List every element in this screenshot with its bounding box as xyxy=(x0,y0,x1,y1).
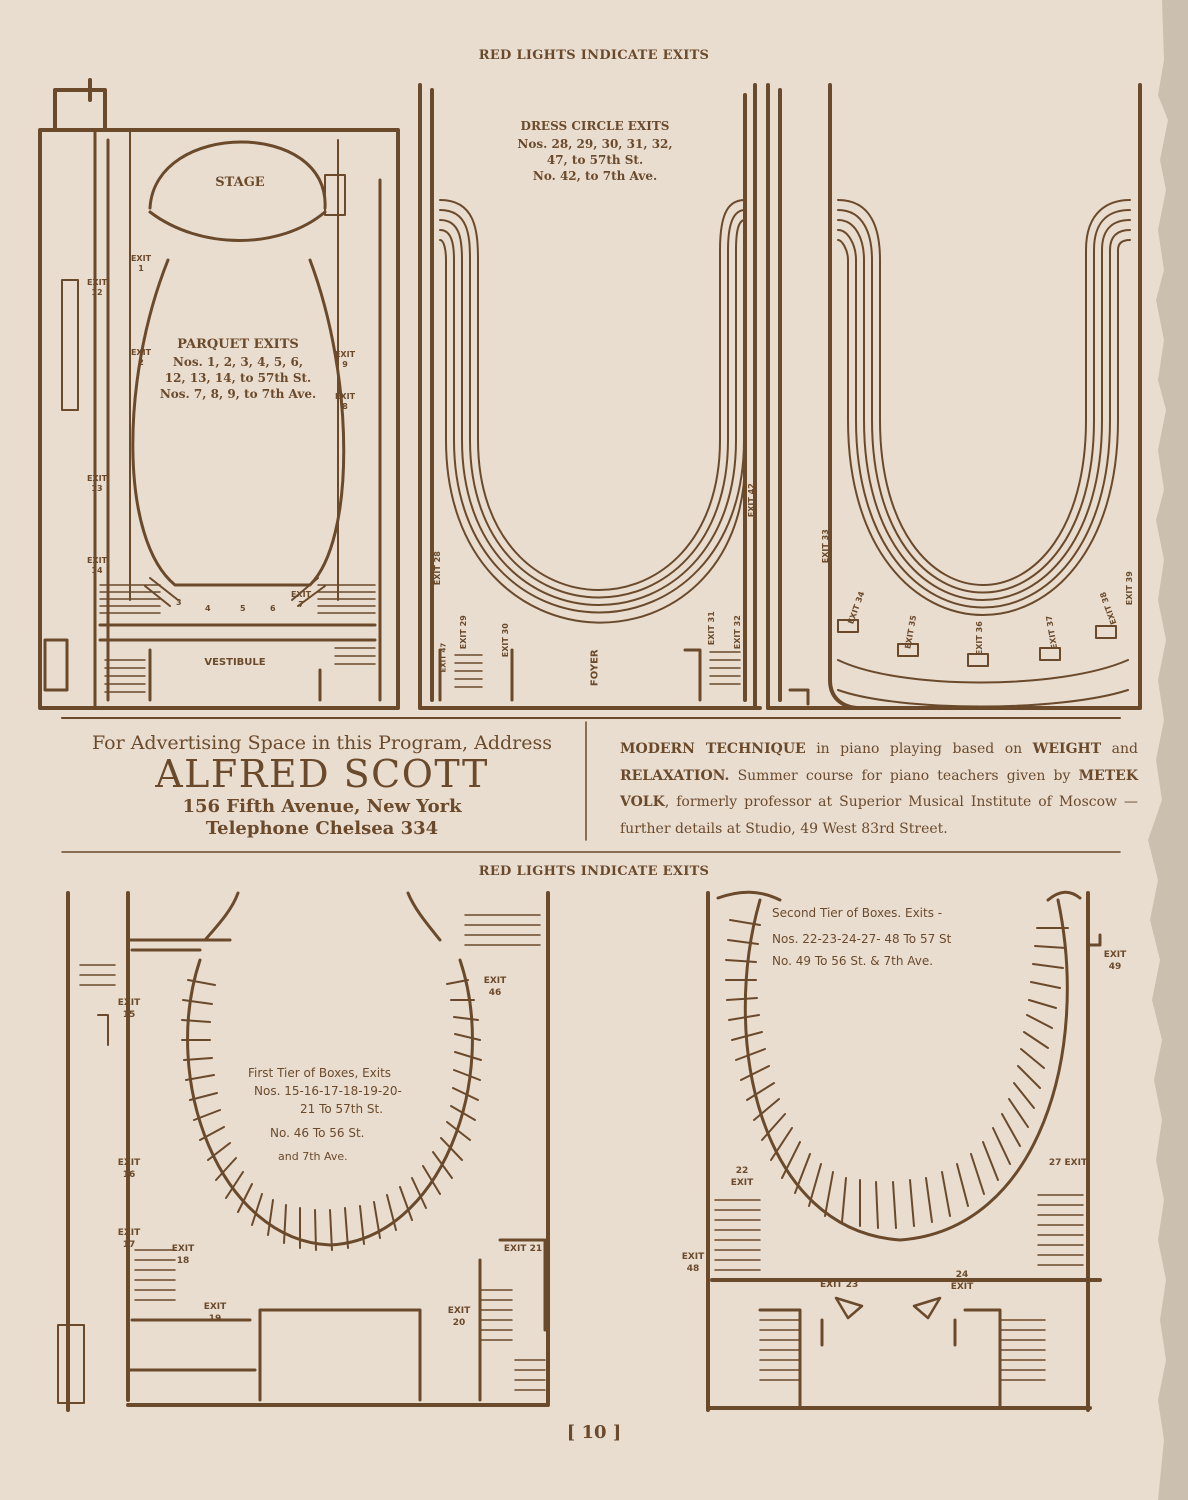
exit-22-label: 22 EXIT xyxy=(730,1166,754,1188)
exit-1-label: EXIT 1 xyxy=(130,254,152,274)
parquet-exits-title: PARQUET EXITS xyxy=(177,337,299,352)
first-tier-line1: First Tier of Boxes, Exits xyxy=(248,1066,392,1080)
exit-18-label: EXIT 18 xyxy=(171,1244,195,1266)
second-tier-line3: No. 49 To 56 St. & 7th Ave. xyxy=(772,954,934,968)
exit-4-label: 4 xyxy=(205,604,211,613)
exit-48-label: EXIT 48 xyxy=(681,1252,705,1274)
balcony-plan xyxy=(766,83,1142,710)
exit-28-label: EXIT 28 xyxy=(432,551,442,586)
exit-9-label: EXIT 9 xyxy=(334,350,356,370)
advertising-notice: For Advertising Space in this Program, A… xyxy=(62,732,582,841)
dress-circle-line2: 47, to 57th St. xyxy=(546,153,644,167)
exit-31-label: EXIT 31 xyxy=(706,611,716,646)
first-tier-line5: and 7th Ave. xyxy=(278,1150,348,1163)
exit-36-label: EXIT 36 xyxy=(974,621,984,656)
ad-bold-4: METEK VOLK xyxy=(620,767,1138,811)
second-tier-line2: Nos. 22-23-24-27- 48 To 57 St xyxy=(772,932,952,946)
torn-edge xyxy=(1148,0,1188,1500)
first-tier-line2: Nos. 15-16-17-18-19-20- xyxy=(254,1084,402,1098)
parquet-exits-line2: 12, 13, 14, to 57th St. xyxy=(164,371,312,385)
ad-text-1: in piano playing based on xyxy=(805,741,1033,757)
exit-16-label: EXIT 16 xyxy=(117,1158,141,1180)
first-tier-plan xyxy=(57,891,550,1412)
exit-19-label: EXIT 19 xyxy=(203,1302,227,1324)
exit-32-label: EXIT 32 xyxy=(732,615,742,650)
dress-circle-title: DRESS CIRCLE EXITS xyxy=(520,119,670,133)
second-tier-plan xyxy=(706,890,1102,1412)
dress-circle-plan xyxy=(418,83,762,710)
exit-47-label: EXIT 47 xyxy=(439,642,448,673)
exit-14-label: EXIT 14 xyxy=(86,556,108,576)
exit-27-label: 27 EXIT xyxy=(1048,1158,1088,1168)
first-tier-line4: No. 46 To 56 St. xyxy=(270,1126,365,1140)
ad-bold-3: RELAXATION. xyxy=(620,767,730,784)
advertiser-phone: Telephone Chelsea 334 xyxy=(205,818,439,840)
exit-49-label: EXIT 49 xyxy=(1103,950,1127,972)
second-tier-line1: Second Tier of Boxes. Exits - xyxy=(772,906,943,920)
ad-bold-2: WEIGHT xyxy=(1032,741,1102,757)
dress-circle-line3: No. 42, to 7th Ave. xyxy=(532,169,658,183)
exit-39-label: EXIT 39 xyxy=(1124,571,1134,606)
exit-42-label: EXIT 42 xyxy=(746,483,756,518)
dress-circle-line1: Nos. 28, 29, 30, 31, 32, xyxy=(517,137,673,151)
parquet-plan xyxy=(38,78,400,710)
exit-3-label: 3 xyxy=(176,598,182,607)
exit-13-label: EXIT 13 xyxy=(86,474,108,494)
parquet-exits-line3: Nos. 7, 8, 9, to 7th Ave. xyxy=(159,387,317,401)
exit-33-label: EXIT 33 xyxy=(820,529,830,564)
exit-7-label: EXIT 7 xyxy=(290,590,312,610)
advertising-line: For Advertising Space in this Program, A… xyxy=(92,732,552,754)
first-tier-line3: 21 To 57th St. xyxy=(300,1102,384,1116)
exit-20-label: EXIT 20 xyxy=(447,1306,471,1328)
exit-5-label: 5 xyxy=(240,604,246,613)
exit-12-label: EXIT 12 xyxy=(86,278,108,298)
exit-24-label: 24 EXIT xyxy=(950,1270,974,1292)
exit-2-label: EXIT 2 xyxy=(130,348,152,368)
exit-46-label: EXIT 46 xyxy=(483,976,507,998)
stage-label: STAGE xyxy=(215,175,265,190)
ad-bold-1: MODERN TECHNIQUE xyxy=(620,741,806,757)
exit-17-label: EXIT 17 xyxy=(117,1228,141,1250)
page-number: [ 10 ] xyxy=(566,1422,622,1443)
ad-text-3: Summer course for piano teachers given b… xyxy=(729,767,1079,784)
exit-30-label: EXIT 30 xyxy=(500,623,510,658)
advertiser-name: ALFRED SCOTT xyxy=(155,752,489,796)
exit-21-label: EXIT 21 xyxy=(503,1244,543,1254)
exit-15-label: EXIT 15 xyxy=(117,998,141,1020)
exit-29-label: EXIT 29 xyxy=(458,615,468,650)
vestibule-label: VESTIBULE xyxy=(204,657,266,668)
parquet-exits-line1: Nos. 1, 2, 3, 4, 5, 6, xyxy=(172,355,304,369)
exit-8-label: EXIT 8 xyxy=(334,392,356,412)
advertiser-address: 156 Fifth Avenue, New York xyxy=(182,795,462,817)
exit-6-label: 6 xyxy=(270,604,276,613)
exit-23-label: EXIT 23 xyxy=(820,1280,859,1290)
ad-text-4: , formerly professor at Superior Musical… xyxy=(620,794,1138,837)
ad-text-2: and xyxy=(1101,741,1138,757)
foyer-label: FOYER xyxy=(589,649,601,687)
top-heading: RED LIGHTS INDICATE EXITS xyxy=(478,48,710,63)
bottom-heading: RED LIGHTS INDICATE EXITS xyxy=(478,864,710,879)
piano-course-ad: MODERN TECHNIQUE in piano playing based … xyxy=(620,736,1138,842)
